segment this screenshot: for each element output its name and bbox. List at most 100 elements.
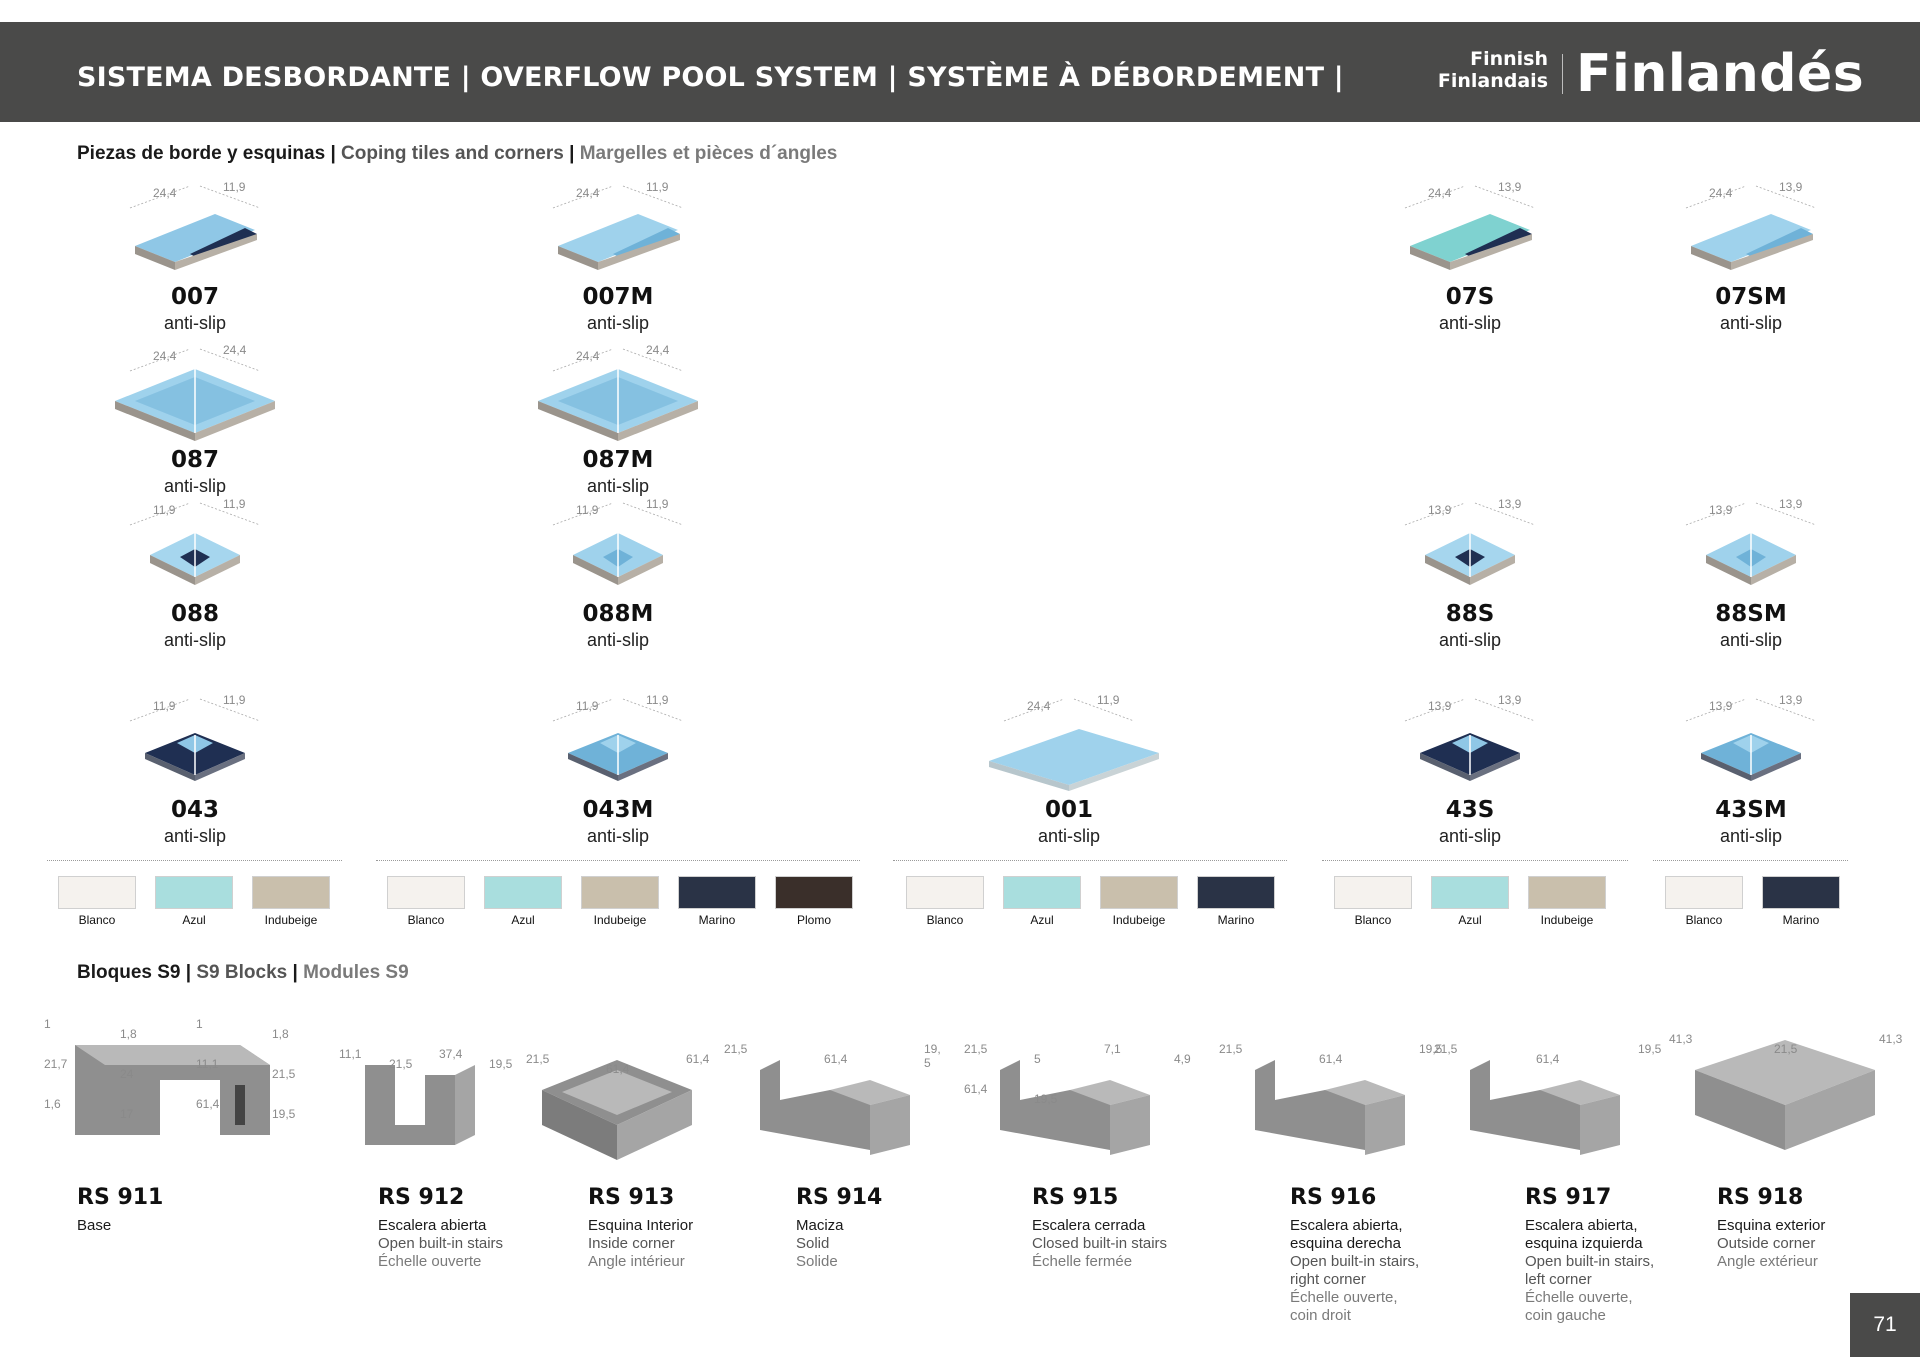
piece-finish: anti-slip [1719, 630, 1783, 650]
dim-label: 19,5 [489, 1057, 513, 1071]
swatch-indubeige [581, 876, 659, 909]
swatch-indubeige [1100, 876, 1178, 909]
block-desc-fr: Échelle ouverte, [1525, 1289, 1633, 1306]
header-title: SISTEMA DESBORDANTE | OVERFLOW POOL SYST… [77, 62, 1344, 93]
block-desc-es: Base [77, 1217, 112, 1234]
dim-label: 1 [44, 1017, 51, 1031]
dim-label: 13,9 [1779, 180, 1803, 194]
dim-label: 1 [196, 1017, 203, 1031]
dim-label: 17 [120, 1107, 134, 1121]
piece-finish: anti-slip [1438, 826, 1502, 846]
dim-label: 19,5 [1419, 1042, 1443, 1056]
dim-label: 11,9 [646, 693, 669, 707]
block-desc-fr: Échelle ouverte [378, 1253, 482, 1270]
tile-illustration [1685, 502, 1817, 585]
dim-label: 11,9 [153, 699, 176, 713]
dim-label: 24,4 [153, 186, 177, 200]
dim-label: 7,1 [1104, 1042, 1121, 1056]
piece-code: 43S [1445, 797, 1495, 823]
coping-section-title: Piezas de borde y esquinas | Coping tile… [77, 143, 838, 164]
dim-label: 11,1 [339, 1047, 362, 1061]
dim-label: 24,4 [1709, 186, 1733, 200]
swatch-label: Azul [1458, 913, 1482, 927]
dim-label: 21,5 [526, 1052, 550, 1066]
dim-label: 61,4 [196, 1097, 220, 1111]
swatch-marino [1762, 876, 1840, 909]
dim-label: 24,4 [576, 349, 600, 363]
piece-finish: anti-slip [586, 476, 650, 496]
piece-code: 043 [170, 797, 219, 823]
dim-label: 24,4 [646, 343, 670, 357]
dim-label: 24,4 [153, 349, 177, 363]
coping-title-en: Coping tiles and corners [341, 143, 564, 164]
block-desc-es: Escalera abierta, [1525, 1217, 1638, 1234]
piece-image: 24,4 11,9 [95, 178, 295, 278]
group-divider [376, 860, 860, 861]
blocks-section-title: Bloques S9 | S9 Blocks | Modules S9 [77, 962, 409, 983]
dim-label: 61,4 [606, 1062, 630, 1076]
swatch-azul [1003, 876, 1081, 909]
swatch-label: Plomo [796, 913, 831, 927]
piece-finish: anti-slip [586, 630, 650, 650]
swatch-indubeige [252, 876, 330, 909]
dim-label: 13,9 [1498, 180, 1522, 194]
swatch-label: Blanco [1354, 913, 1392, 927]
block-code: RS 912 [378, 1185, 465, 1210]
block-code: RS 918 [1717, 1185, 1804, 1210]
block-illustration [365, 1065, 475, 1145]
piece-code: 088M [582, 601, 654, 627]
piece-image: 11,9 11,9 [95, 691, 295, 791]
tile-illustration [115, 348, 275, 441]
piece-finish: anti-slip [586, 826, 650, 846]
dim-label: 1,6 [44, 1097, 61, 1111]
block-code: RS 917 [1525, 1185, 1612, 1210]
dim-label: 21,5 [724, 1042, 748, 1056]
dim-label: 61,4 [824, 1052, 848, 1066]
swatch-label: Azul [1030, 913, 1054, 927]
tile-illustration [1404, 502, 1536, 585]
block-illustration [75, 1045, 270, 1135]
header-sub-fr: Finlandais [1437, 70, 1548, 92]
swatch-label: Marino [698, 913, 736, 927]
block-desc-es: esquina derecha [1290, 1235, 1401, 1252]
dim-label: 11,1 [196, 1057, 219, 1071]
dim-label: 11,9 [223, 180, 246, 194]
swatch-label: Blanco [926, 913, 964, 927]
dim-label: 11,9 [223, 693, 246, 707]
piece-code: 88SM [1715, 601, 1787, 627]
block-desc-fr: Échelle ouverte, [1290, 1289, 1398, 1306]
block-desc-en: right corner [1290, 1271, 1366, 1288]
tile-illustration [552, 185, 684, 270]
piece-code: 07S [1445, 284, 1495, 310]
dim-label: 4,9 [1174, 1052, 1191, 1066]
dim-label: 11,9 [646, 180, 669, 194]
block-desc-es: esquina izquierda [1525, 1235, 1643, 1252]
piece-code: 088 [170, 601, 219, 627]
block-desc-en: Outside corner [1717, 1235, 1816, 1252]
dim-label: 21,5 [1434, 1042, 1458, 1056]
dim-label: 21,5 [964, 1042, 988, 1056]
dim-label: 24,4 [1027, 699, 1051, 713]
dim-label: 11,9 [576, 503, 599, 517]
swatch-label: Marino [1782, 913, 1820, 927]
piece-finish: anti-slip [1037, 826, 1101, 846]
swatch-label: Azul [182, 913, 206, 927]
piece-code: 001 [1044, 797, 1093, 823]
dim-label: 11,9 [153, 503, 176, 517]
piece-image: 24,4 13,9 [1651, 178, 1851, 278]
block-desc-es: Escalera abierta [378, 1217, 487, 1234]
group-divider [47, 860, 342, 861]
